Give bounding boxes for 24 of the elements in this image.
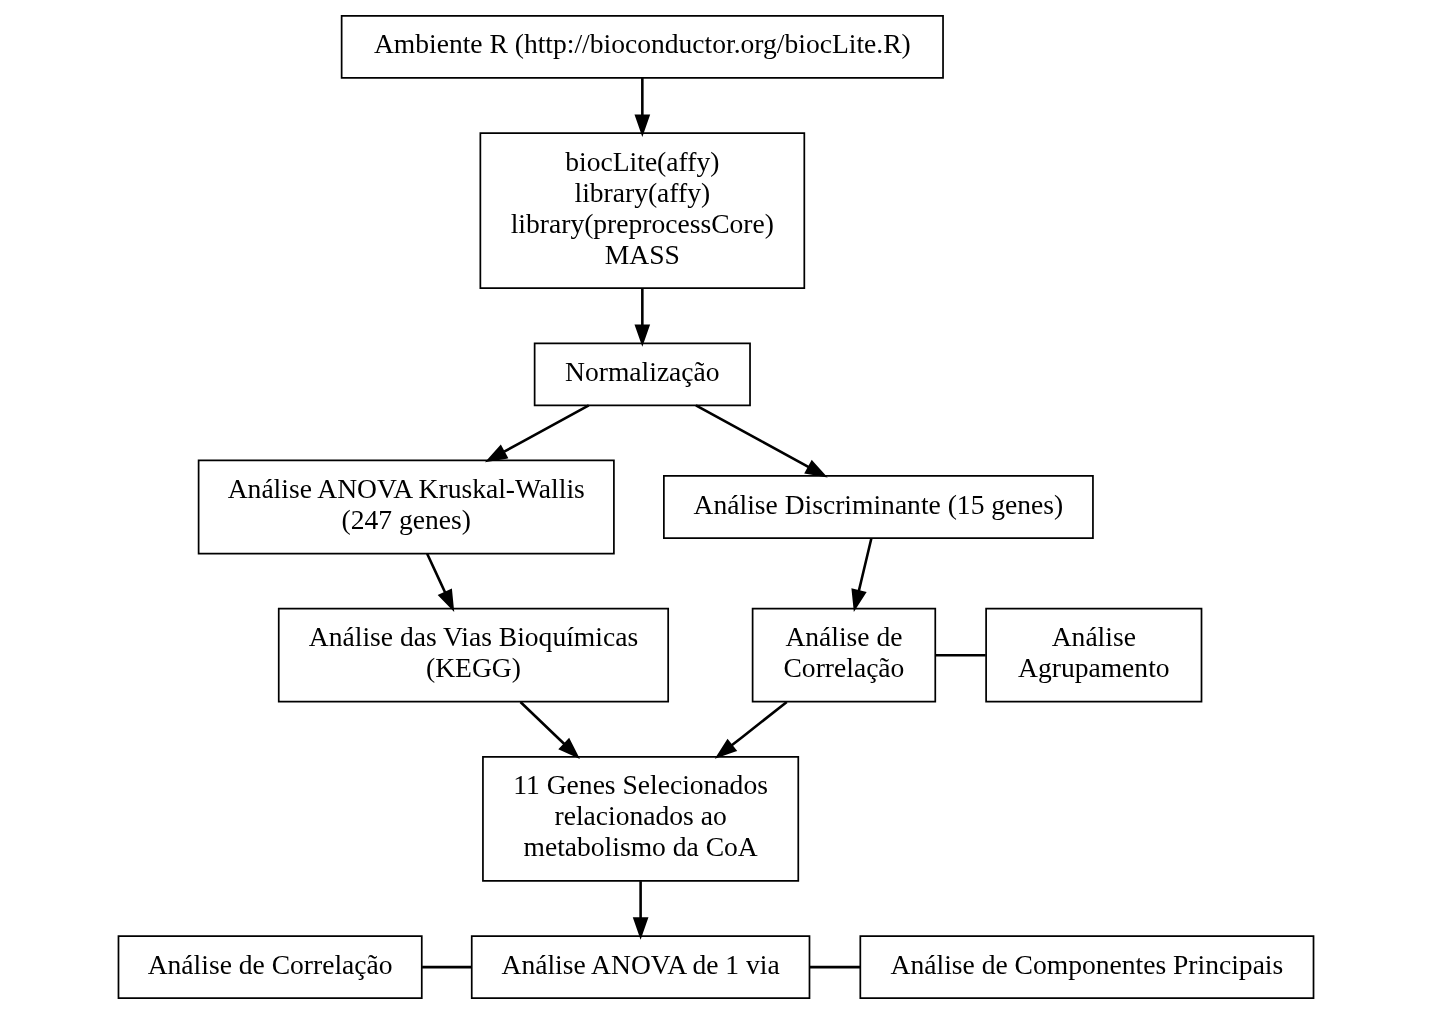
node-box: Análise das Vias Bioquímicas (KEGG) [277, 607, 670, 703]
connector [809, 965, 861, 968]
arrow [634, 287, 651, 347]
node-box: Análise de Correlação [117, 934, 423, 999]
node-box: Análise Agrupamento [985, 607, 1203, 703]
node-box: biocLite(affy) library(affy) library(preprocessCore) MASS [479, 131, 806, 289]
arrow [851, 537, 873, 612]
arrow [484, 403, 590, 462]
arrow [632, 880, 649, 940]
arrow [426, 552, 455, 612]
connector [422, 965, 472, 968]
node-box: Análise Discriminante (15 genes) [663, 474, 1094, 539]
connector [935, 653, 986, 656]
arrow [714, 700, 788, 759]
node-box: 11 Genes Selecionados relacionados ao metabolismo da CoA [482, 755, 800, 882]
node-box: Análise de Componentes Principais [859, 934, 1315, 999]
node-box: Ambiente R (http://bioconductor.org/biocLite.R) [340, 14, 944, 79]
node-box: Normalização [533, 341, 751, 406]
arrow [695, 403, 828, 477]
arrow [519, 700, 580, 759]
arrow [634, 77, 651, 137]
node-box: Análise ANOVA de 1 via [470, 934, 811, 999]
node-box: Análise de Correlação [751, 607, 937, 703]
node-box: Análise ANOVA Kruskal-Wallis (247 genes) [197, 459, 615, 554]
